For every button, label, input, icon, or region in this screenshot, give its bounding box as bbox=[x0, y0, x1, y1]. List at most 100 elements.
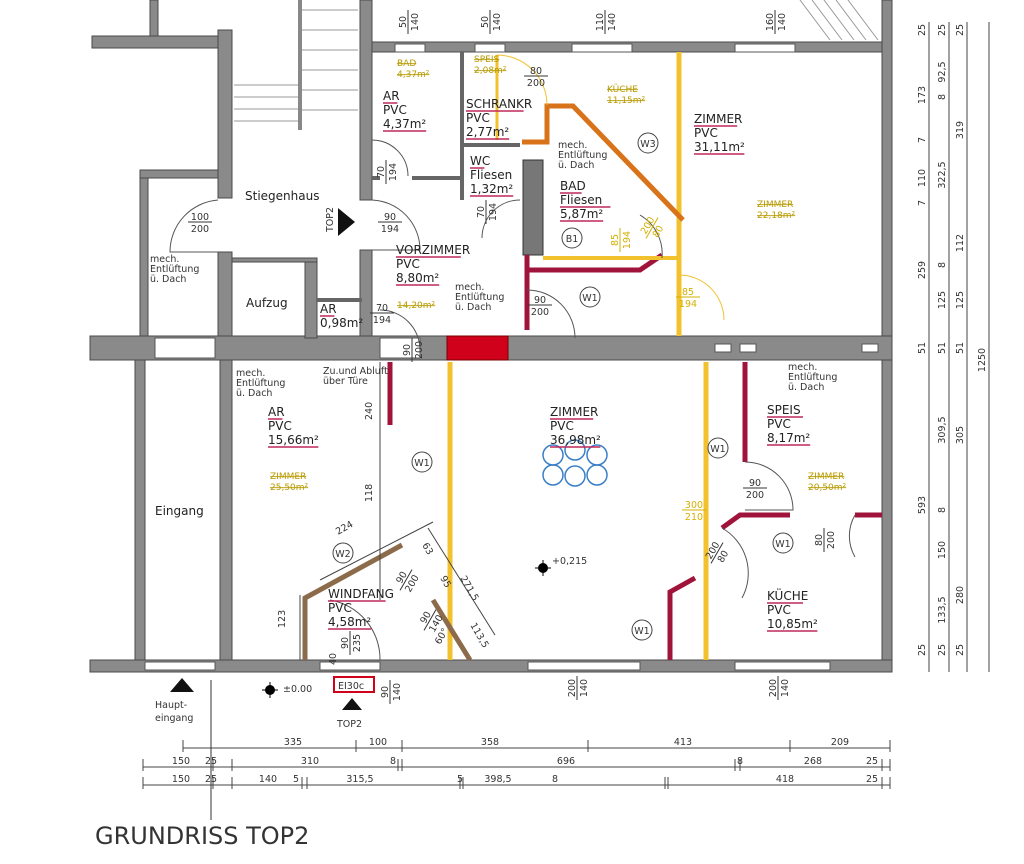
right-dimension: 150 bbox=[937, 541, 948, 559]
chair-icon bbox=[542, 464, 564, 486]
opening-width: 300 bbox=[685, 500, 703, 511]
right-dimension: 25 bbox=[917, 644, 928, 656]
room-label: Fliesen bbox=[470, 168, 512, 182]
note-label: ü. Dach bbox=[558, 160, 594, 171]
right-dimension: 25 bbox=[937, 644, 948, 656]
opening-height: 194 bbox=[679, 299, 697, 310]
room-label: PVC bbox=[767, 603, 791, 617]
inner-dimension: 113,5 bbox=[467, 621, 490, 650]
wall-left-shaft-top bbox=[139, 169, 219, 179]
wall-tag-circle bbox=[707, 437, 729, 459]
old-room-label: ZIMMER bbox=[757, 200, 793, 210]
wall-stair-left bbox=[217, 29, 233, 199]
opening-height: 200 bbox=[826, 531, 837, 549]
room-label: SCHRANKR bbox=[466, 97, 532, 111]
opening-height: 194 bbox=[622, 231, 633, 249]
fire-rating-label: EI30c bbox=[338, 681, 364, 692]
old-room-area: 14,20m² bbox=[397, 301, 436, 311]
bottom-dimension: 358 bbox=[481, 737, 499, 748]
wall-tag-w1: W1 bbox=[775, 539, 790, 550]
room-label: 4,58m² bbox=[328, 615, 371, 629]
chair-icon bbox=[564, 439, 586, 461]
right-dimension: 51 bbox=[955, 342, 966, 354]
note-label: Entlüftung bbox=[455, 292, 504, 303]
room-label: 8,80m² bbox=[396, 271, 439, 285]
opening-height: 80 bbox=[716, 549, 732, 565]
bottom-dimension: 25 bbox=[866, 774, 878, 785]
wall-tag-w1: W1 bbox=[582, 293, 597, 304]
opening-height: 140 bbox=[392, 683, 403, 701]
new-wall bbox=[667, 575, 697, 660]
window bbox=[319, 661, 381, 671]
vent-opening bbox=[861, 343, 879, 353]
vent-opening bbox=[714, 343, 732, 353]
opening-width: 110 bbox=[595, 13, 606, 31]
wall-stair-left-lower bbox=[217, 251, 233, 347]
opening-height: 140 bbox=[579, 679, 590, 697]
old-room-area: 4,37m² bbox=[397, 70, 430, 80]
chair-icon bbox=[586, 444, 608, 466]
room-label: 31,11m² bbox=[694, 140, 745, 154]
room-label: WC bbox=[470, 154, 490, 168]
bottom-dimension: 100 bbox=[369, 737, 387, 748]
opening-height: 210 bbox=[685, 512, 703, 523]
wall-aufzug bbox=[304, 257, 318, 339]
room-label: Aufzug bbox=[246, 296, 288, 310]
door-swing bbox=[481, 199, 521, 239]
main-entrance-label: Haupt- bbox=[155, 700, 187, 711]
right-dimension: 8 bbox=[937, 94, 948, 100]
fraction-bar bbox=[645, 217, 659, 239]
opening-height: 235 bbox=[352, 634, 363, 652]
opening-width: 90 bbox=[380, 686, 391, 698]
opening-width: 200 bbox=[567, 679, 578, 697]
right-dimension: 259 bbox=[917, 261, 928, 279]
note-label: ü. Dach bbox=[455, 302, 491, 313]
right-dimension: 7 bbox=[917, 137, 928, 143]
wall-w2 bbox=[430, 598, 473, 662]
window bbox=[527, 661, 641, 671]
opening-width: 80 bbox=[814, 534, 825, 546]
door-swing bbox=[639, 214, 663, 259]
room-label: 15,66m² bbox=[268, 433, 319, 447]
chair-icon bbox=[564, 465, 586, 487]
room-label: PVC bbox=[396, 257, 420, 271]
wall-tag-circle bbox=[411, 451, 433, 473]
room-label: BAD bbox=[560, 179, 586, 193]
opening-width: 80 bbox=[530, 66, 542, 77]
right-dimension: 280 bbox=[955, 586, 966, 604]
right-dimension: 1250 bbox=[977, 348, 988, 372]
right-dimension: 112 bbox=[955, 234, 966, 252]
right-dimension: 25 bbox=[917, 24, 928, 36]
room-label: WINDFANG bbox=[328, 587, 394, 601]
wall-stair-right bbox=[359, 0, 373, 201]
bottom-dimension: 150 bbox=[172, 774, 190, 785]
room-label: 5,87m² bbox=[560, 207, 603, 221]
note-label: mech. bbox=[788, 362, 817, 373]
note-label: mech. bbox=[150, 254, 179, 265]
opening-height: 200 bbox=[191, 224, 209, 235]
wall-aufzug-top bbox=[231, 257, 318, 263]
wall-tag-w1: W1 bbox=[710, 444, 725, 455]
old-room-area: 20,50m² bbox=[808, 483, 847, 493]
note-label: ü. Dach bbox=[788, 382, 824, 393]
right-dimension: 319 bbox=[955, 121, 966, 139]
wall-tag-circle bbox=[561, 227, 583, 249]
opening-height: 200 bbox=[527, 78, 545, 89]
room-label: PVC bbox=[466, 111, 490, 125]
room-label: SPEIS bbox=[767, 403, 801, 417]
old-room-label: ZIMMER bbox=[808, 472, 844, 482]
wall-tag-w1: W1 bbox=[634, 626, 649, 637]
wall-w2 bbox=[302, 542, 404, 660]
entry-arrow-icon bbox=[338, 208, 355, 236]
room-label: 36,98m² bbox=[550, 433, 601, 447]
stair-top-marker: TOP2 bbox=[325, 207, 336, 233]
stair-step bbox=[835, 0, 867, 41]
right-dimension: 593 bbox=[917, 496, 928, 514]
chair-icon bbox=[586, 464, 608, 486]
room-label: Eingang bbox=[155, 504, 204, 518]
